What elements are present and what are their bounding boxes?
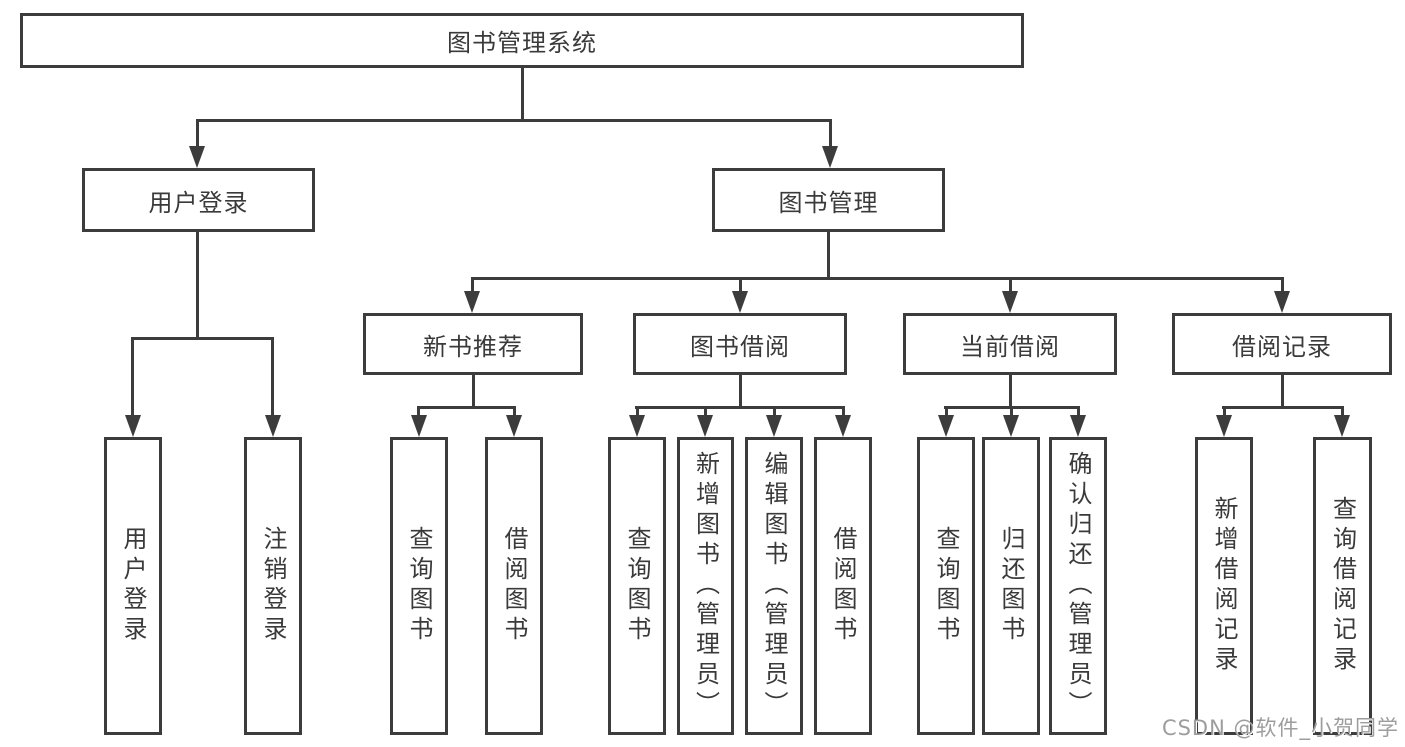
connector-line: [417, 406, 420, 417]
connector-line: [196, 119, 199, 149]
node-label: 新书推荐: [423, 332, 523, 361]
arrow-down-icon: [1334, 415, 1350, 437]
connector-line: [1077, 406, 1080, 417]
arrow-down-icon: [506, 415, 522, 437]
connector-line: [1341, 406, 1344, 417]
connector-line: [513, 406, 516, 417]
node-current-borrowing: 当前借阅: [903, 313, 1117, 375]
connector-line: [1009, 375, 1012, 406]
leaf-label: 编辑图书（管理员）: [760, 451, 788, 721]
leaf-query-books-borrow: 查询图书: [608, 437, 666, 735]
arrow-down-icon: [464, 291, 480, 313]
leaf-label: 确认归还（管理员）: [1064, 451, 1092, 721]
node-label: 用户登录: [148, 188, 249, 217]
arrow-down-icon: [1003, 415, 1019, 437]
node-label: 借阅记录: [1232, 332, 1332, 361]
connector-line: [196, 232, 199, 337]
connector-line: [635, 406, 845, 409]
leaf-add-borrow-record: 新增借阅记录: [1195, 437, 1253, 735]
connector-line: [521, 68, 524, 120]
leaf-label: 查询图书: [932, 526, 960, 646]
connector-line: [773, 406, 776, 417]
leaf-label: 借阅图书: [829, 526, 857, 646]
leaf-label: 新增借阅记录: [1210, 496, 1238, 676]
arrow-down-icon: [189, 146, 205, 168]
node-book-management: 图书管理: [712, 168, 945, 232]
connector-line: [471, 277, 474, 293]
leaf-label: 借阅图书: [500, 526, 528, 646]
node-user-login: 用户登录: [82, 168, 315, 232]
arrow-down-icon: [1070, 415, 1086, 437]
leaf-label: 查询借阅记录: [1328, 496, 1357, 676]
arrow-down-icon: [766, 415, 782, 437]
node-label: 图书借阅: [690, 332, 790, 361]
leaf-query-books-recommend: 查询图书: [390, 437, 448, 735]
leaf-label: 查询图书: [623, 526, 651, 646]
connector-line: [829, 119, 832, 149]
connector-line: [417, 406, 516, 409]
arrow-down-icon: [835, 415, 851, 437]
connector-line: [271, 337, 274, 417]
leaf-query-borrow-record: 查询借阅记录: [1313, 437, 1372, 735]
node-label: 图书管理: [778, 188, 879, 217]
leaf-confirm-return-admin: 确认归还（管理员）: [1049, 437, 1107, 735]
connector-line: [472, 375, 475, 406]
node-label: 图书管理系统: [447, 29, 597, 57]
arrow-down-icon: [732, 291, 748, 313]
arrow-down-icon: [411, 415, 427, 437]
leaf-return-book: 归还图书: [982, 437, 1040, 735]
leaf-add-book-admin: 新增图书（管理员）: [677, 437, 734, 735]
leaf-label: 注销登录: [259, 526, 287, 646]
connector-line: [1222, 406, 1344, 409]
connector-line: [1281, 375, 1284, 406]
leaf-label: 用户登录: [119, 526, 147, 646]
arrow-down-icon: [1216, 415, 1232, 437]
connector-line: [131, 337, 274, 340]
arrow-down-icon: [1002, 291, 1018, 313]
leaf-label: 归还图书: [997, 526, 1025, 646]
leaf-label: 查询图书: [405, 526, 433, 646]
connector-line: [704, 406, 707, 417]
arrow-down-icon: [1274, 291, 1290, 313]
arrow-down-icon: [265, 415, 281, 437]
connector-line: [739, 277, 742, 293]
node-borrowing-records: 借阅记录: [1172, 313, 1392, 375]
leaf-borrow-books-recommend: 借阅图书: [485, 437, 543, 735]
arrow-down-icon: [822, 146, 838, 168]
connector-line: [739, 375, 742, 406]
leaf-edit-book-admin: 编辑图书（管理员）: [745, 437, 803, 735]
node-root-library-management-system: 图书管理系统: [20, 13, 1024, 68]
leaf-borrow-books: 借阅图书: [814, 437, 872, 735]
connector-line: [1281, 277, 1284, 293]
connector-line: [1223, 406, 1226, 417]
connector-line: [131, 337, 134, 417]
connector-line: [1010, 406, 1013, 417]
leaf-query-books-current: 查询图书: [917, 437, 975, 735]
connector-line: [636, 406, 639, 417]
arrow-down-icon: [938, 415, 954, 437]
connector-line: [471, 277, 1284, 280]
connector-line: [1009, 277, 1012, 293]
connector-line: [196, 119, 832, 122]
node-label: 当前借阅: [960, 332, 1060, 361]
connector-line: [842, 406, 845, 417]
connector-line: [827, 232, 830, 277]
leaf-user-login: 用户登录: [104, 437, 162, 735]
arrow-down-icon: [629, 415, 645, 437]
node-book-borrowing: 图书借阅: [633, 313, 847, 375]
arrow-down-icon: [125, 415, 141, 437]
leaf-logout: 注销登录: [244, 437, 302, 735]
csdn-watermark: CSDN @软件_小贺同学: [1161, 716, 1399, 740]
arrow-down-icon: [697, 415, 713, 437]
connector-line: [945, 406, 948, 417]
node-new-book-recommendation: 新书推荐: [363, 313, 583, 375]
leaf-label: 新增图书（管理员）: [691, 451, 720, 721]
